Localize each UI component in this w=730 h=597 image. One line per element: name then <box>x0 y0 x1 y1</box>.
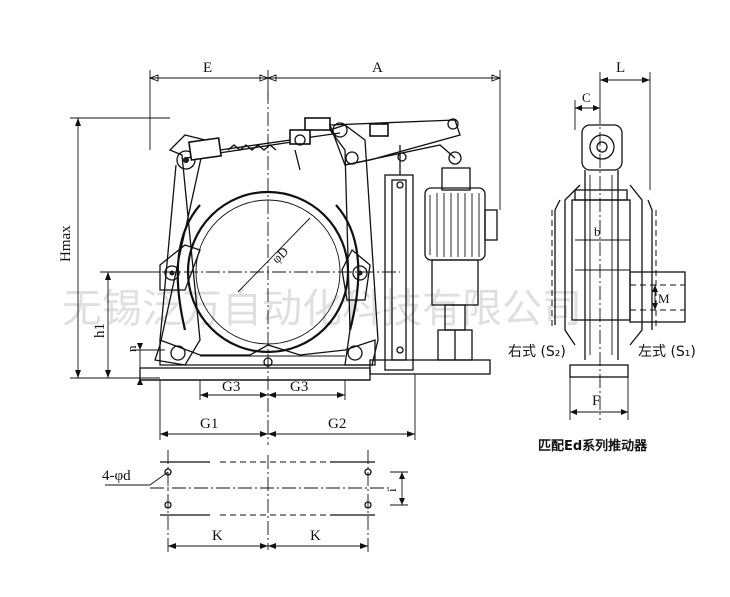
dim-k-left-label: K <box>212 528 223 544</box>
dim-b-label: b <box>594 224 601 239</box>
caption-label: 匹配Ed系列推动器 <box>538 438 648 454</box>
right-type-label: 右式 (S₂) <box>508 344 566 360</box>
dim-c-label: C <box>582 90 591 105</box>
watermark-text: 无锡泛万自动化科技有限公司 <box>62 286 582 332</box>
holes-label: 4-φd <box>102 468 131 484</box>
dim-hmax-label: Hmax <box>58 225 74 262</box>
dim-l-label: L <box>616 60 625 76</box>
dim-n-label: n <box>124 345 139 352</box>
dim-g3-left-label: G3 <box>222 379 240 395</box>
left-type-label: 左式 (S₁) <box>638 344 696 360</box>
dim-m-label: M <box>658 291 670 306</box>
dim-h1-label: h1 <box>92 323 108 338</box>
front-view: E A Hmax h1 n φD <box>58 60 502 445</box>
dim-a-label: A <box>372 60 383 76</box>
dim-g2-label: G2 <box>328 416 346 432</box>
dim-g1-label: G1 <box>200 416 218 432</box>
dim-k-right-label: K <box>310 528 321 544</box>
dim-phid-label: φD <box>269 244 292 267</box>
dim-i-label: i <box>384 488 399 492</box>
bottom-dims: G3 G3 G1 G2 <box>159 374 416 440</box>
base-plan: 4-φd i K K <box>102 450 408 555</box>
dim-f-label: F <box>592 393 600 409</box>
side-view: L C b M <box>508 60 696 454</box>
dim-g3-right-label: G3 <box>290 379 308 395</box>
dim-e-label: E <box>203 60 212 76</box>
